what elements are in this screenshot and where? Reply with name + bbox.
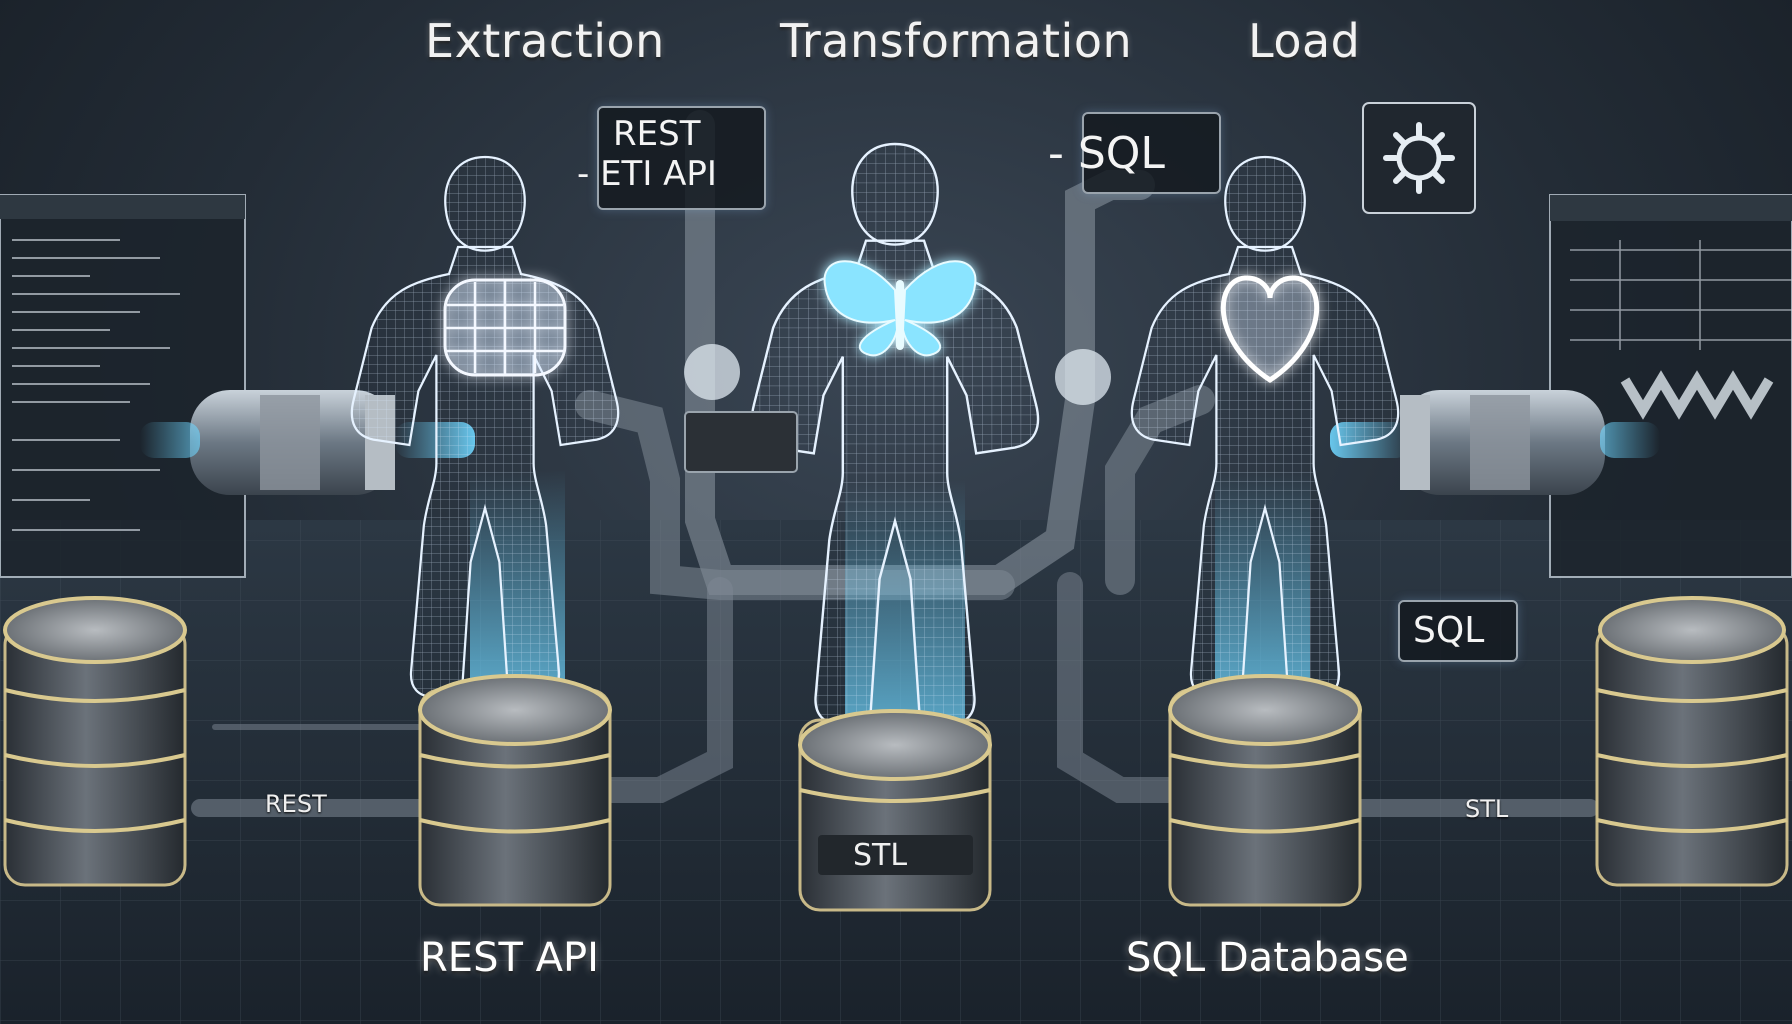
rest-pipe-label: REST xyxy=(265,790,327,818)
sql-side-label: SQL xyxy=(1413,610,1485,651)
stl-pipe-label: STL xyxy=(1465,795,1509,823)
pipe-box xyxy=(684,411,798,473)
grid-icon xyxy=(443,278,567,377)
hand-clasp-right xyxy=(1055,349,1111,405)
database-extraction xyxy=(418,674,612,907)
rest-eti-api-line2: - ETI API xyxy=(577,154,717,194)
database-load xyxy=(1168,674,1362,907)
left-turbine xyxy=(140,390,475,495)
hand-clasp-left xyxy=(684,344,740,400)
butterfly-icon xyxy=(823,260,977,357)
rest-api-label: REST API xyxy=(420,935,599,981)
sql-top-tag: - SQL xyxy=(1048,112,1221,194)
extraction-title: Extraction xyxy=(425,14,665,68)
right-data-panel xyxy=(1549,194,1792,578)
load-title: Load xyxy=(1248,14,1361,68)
database-far-left xyxy=(3,596,187,887)
sql-database-label: SQL Database xyxy=(1126,935,1409,981)
sql-side-tag: SQL xyxy=(1398,600,1518,662)
database-far-right xyxy=(1595,596,1789,887)
rest-eti-api-line1: REST xyxy=(613,114,701,154)
gear-icon xyxy=(1362,102,1476,214)
rest-eti-api-tag: REST - ETI API xyxy=(577,106,766,210)
heart-icon xyxy=(1220,275,1320,384)
stl-db-label: STL xyxy=(853,838,908,873)
database-transformation xyxy=(798,709,992,912)
transformation-title: Transformation xyxy=(780,14,1133,68)
sql-top-label: - SQL xyxy=(1048,128,1165,179)
left-code-panel xyxy=(0,194,246,578)
